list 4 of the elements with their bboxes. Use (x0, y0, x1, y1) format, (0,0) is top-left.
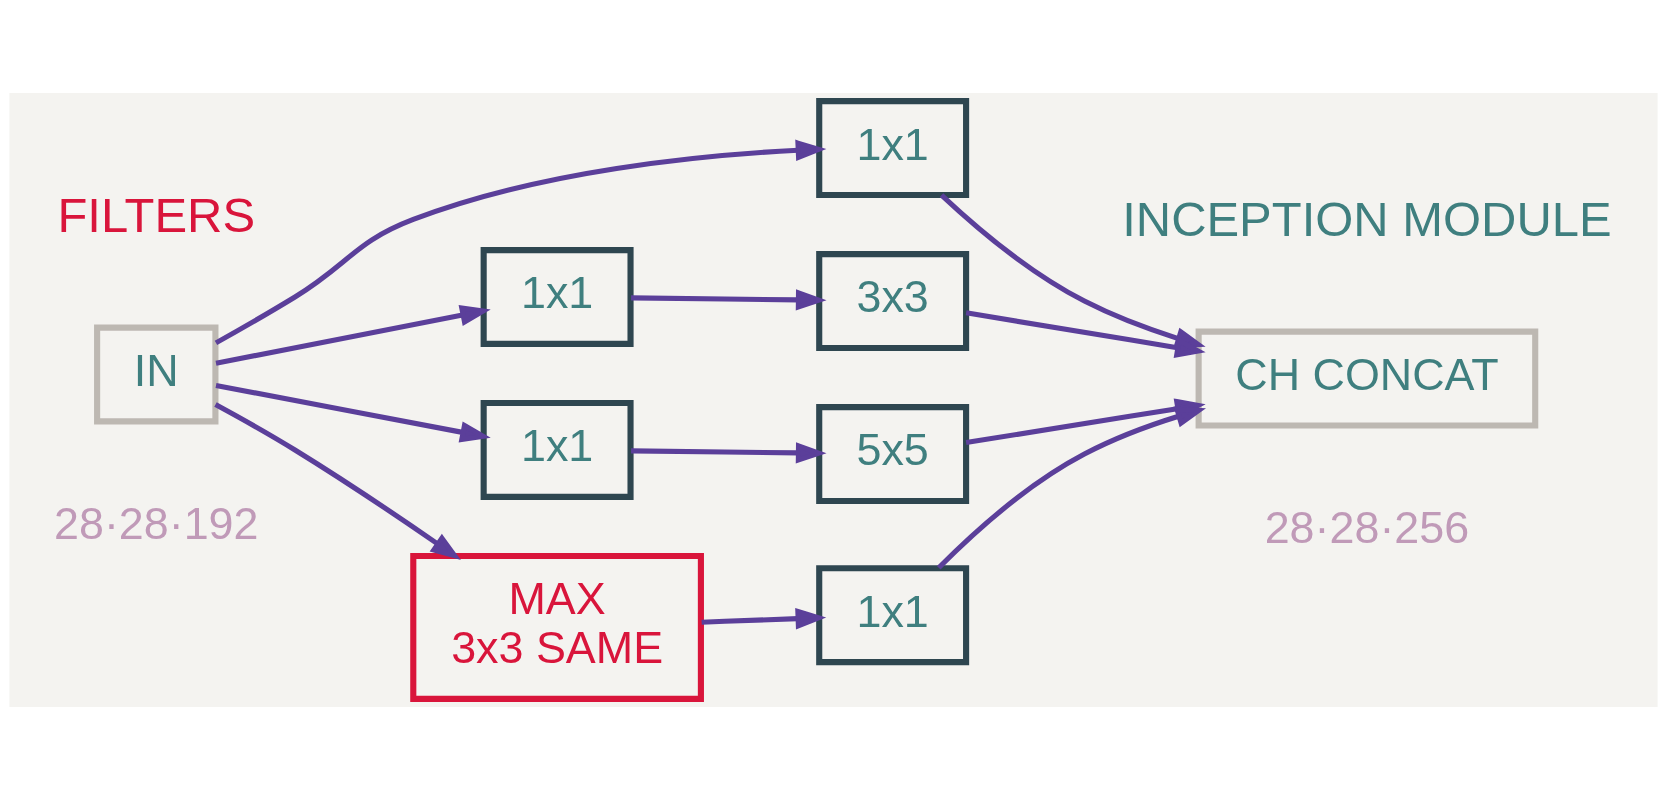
node-label: 28·28·192 (53, 497, 259, 549)
label: FILTERS (56, 187, 255, 242)
node-label: 28·28·256 (1264, 501, 1469, 553)
label: INCEPTION MODULE (1121, 191, 1612, 246)
